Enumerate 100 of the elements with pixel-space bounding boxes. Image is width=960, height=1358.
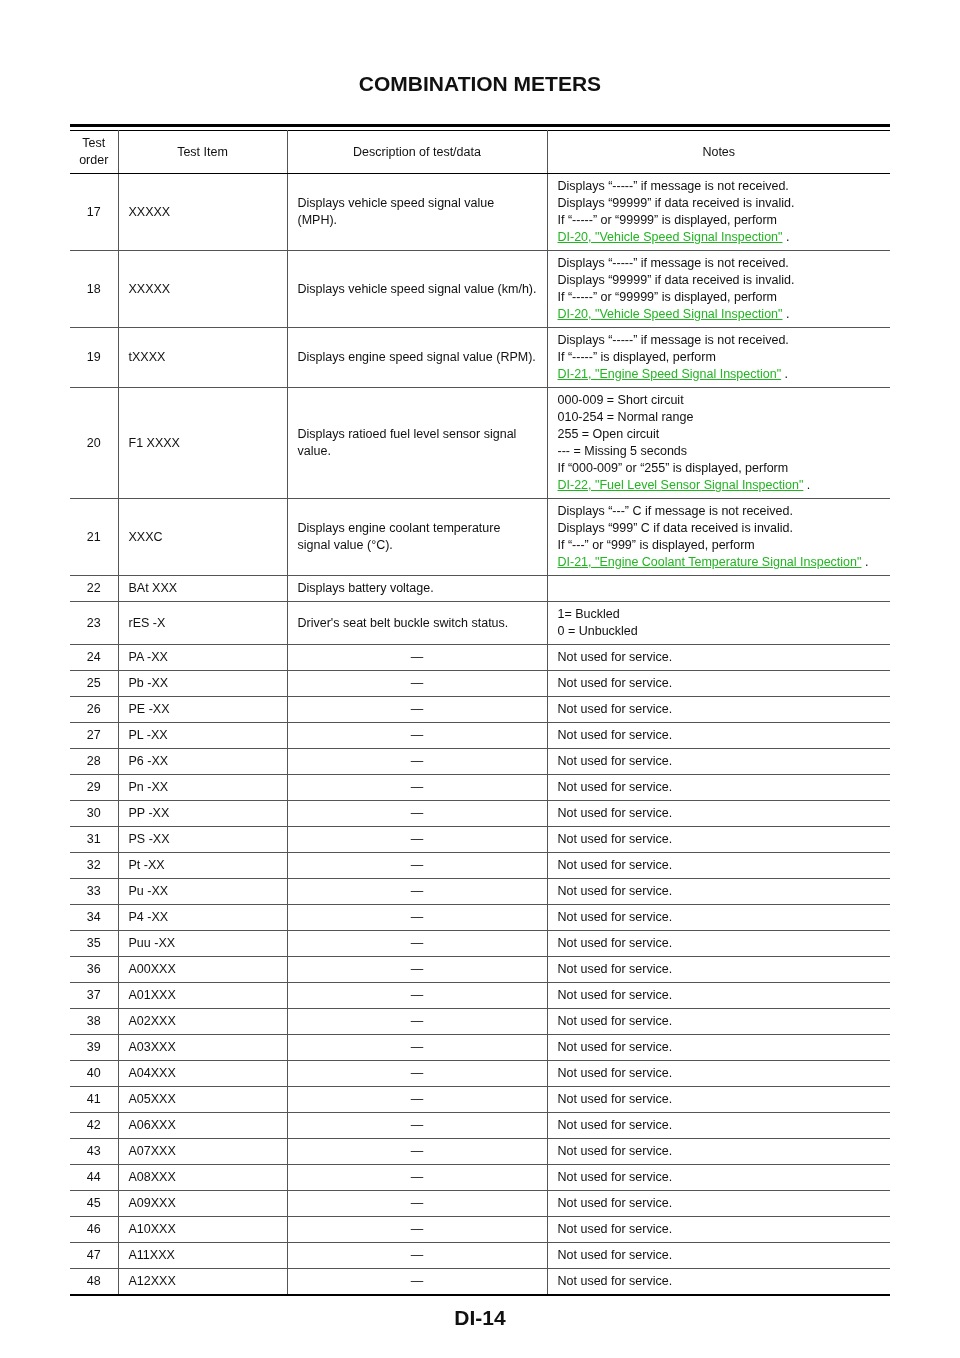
note-text: Not used for service. bbox=[557, 962, 673, 976]
test-item-code: BAt XXX bbox=[118, 575, 287, 602]
note-text: Not used for service. bbox=[557, 988, 673, 1002]
test-order-number: 47 bbox=[70, 1242, 118, 1269]
note-text: Not used for service. bbox=[557, 806, 673, 820]
note-text: Displays “-----” if message is not received. bbox=[557, 179, 789, 193]
note-text: Displays “-----” if message is not received. bbox=[557, 333, 789, 347]
column-header: Description of test/data bbox=[287, 130, 547, 174]
note-text: If “-----” is displayed, perform bbox=[557, 350, 716, 364]
note-text: Not used for service. bbox=[557, 1196, 673, 1210]
note-text: Not used for service. bbox=[557, 1040, 673, 1054]
note-text: Not used for service. bbox=[557, 780, 673, 794]
test-order-number: 44 bbox=[70, 1164, 118, 1191]
test-order-number: 18 bbox=[70, 250, 118, 328]
test-order-number: 20 bbox=[70, 387, 118, 499]
test-item-code: P4 -XX bbox=[118, 904, 287, 931]
test-item-code: Puu -XX bbox=[118, 930, 287, 957]
test-order-number: 30 bbox=[70, 800, 118, 827]
test-item-code: A01XXX bbox=[118, 982, 287, 1009]
note-text: . bbox=[806, 478, 811, 492]
note-text: Not used for service. bbox=[557, 1014, 673, 1028]
note-text: If “000-009” or “255” is displayed, perform bbox=[557, 461, 789, 475]
note-text: 255 = Open circuit bbox=[557, 427, 660, 441]
description-text: — bbox=[287, 1034, 547, 1061]
test-order-number: 35 bbox=[70, 930, 118, 957]
description-text: — bbox=[287, 930, 547, 957]
test-order-number: 38 bbox=[70, 1008, 118, 1035]
test-item-code: A02XXX bbox=[118, 1008, 287, 1035]
description-text: — bbox=[287, 982, 547, 1009]
description-text: — bbox=[287, 1112, 547, 1139]
test-item-code: A07XXX bbox=[118, 1138, 287, 1165]
test-item-code: A03XXX bbox=[118, 1034, 287, 1061]
description-text: — bbox=[287, 1164, 547, 1191]
note-text: If “-----” or “99999” is displayed, perform bbox=[557, 290, 777, 304]
description-text: Displays battery voltage. bbox=[287, 575, 547, 602]
description-text: Displays ratioed fuel level sensor signal value. bbox=[287, 387, 547, 499]
description-text: — bbox=[287, 696, 547, 723]
description-text: — bbox=[287, 878, 547, 905]
note-text: 0 = Unbuckled bbox=[557, 624, 638, 638]
test-item-code: A00XXX bbox=[118, 956, 287, 983]
test-item-code: A08XXX bbox=[118, 1164, 287, 1191]
test-order-number: 48 bbox=[70, 1268, 118, 1295]
note-text: If “-----” or “99999” is displayed, perform bbox=[557, 213, 777, 227]
test-order-number: 45 bbox=[70, 1190, 118, 1217]
test-order-number: 39 bbox=[70, 1034, 118, 1061]
note-text: Displays “999” C if data received is invalid. bbox=[557, 521, 794, 535]
note-text: Not used for service. bbox=[557, 1222, 673, 1236]
description-text: — bbox=[287, 1060, 547, 1087]
note-text: Displays “-----” if message is not received. bbox=[557, 256, 789, 270]
test-order-number: 32 bbox=[70, 852, 118, 879]
description-text: — bbox=[287, 1138, 547, 1165]
note-text: Not used for service. bbox=[557, 858, 673, 872]
test-order-number: 21 bbox=[70, 498, 118, 576]
test-item-code: PE -XX bbox=[118, 696, 287, 723]
note-text: . bbox=[786, 230, 790, 244]
note-text: 1= Buckled bbox=[557, 607, 620, 621]
test-item-code: PP -XX bbox=[118, 800, 287, 827]
cross-reference-link: DI-20, "Vehicle Speed Signal Inspection" bbox=[557, 307, 783, 321]
note-text: Not used for service. bbox=[557, 1092, 673, 1106]
note-text: Not used for service. bbox=[557, 1066, 673, 1080]
test-order-number: 37 bbox=[70, 982, 118, 1009]
note-text: If “---” or “999” is displayed, perform bbox=[557, 538, 755, 552]
test-item-code: A04XXX bbox=[118, 1060, 287, 1087]
description-text: — bbox=[287, 748, 547, 775]
test-item-code: A05XXX bbox=[118, 1086, 287, 1113]
test-item-code: A11XXX bbox=[118, 1242, 287, 1269]
test-order-number: 40 bbox=[70, 1060, 118, 1087]
test-item-code: Pt -XX bbox=[118, 852, 287, 879]
description-text: — bbox=[287, 956, 547, 983]
description-text: — bbox=[287, 800, 547, 827]
note-text: . bbox=[784, 367, 789, 381]
test-order-number: 33 bbox=[70, 878, 118, 905]
description-text: — bbox=[287, 826, 547, 853]
note-text: Not used for service. bbox=[557, 936, 673, 950]
note-text: Not used for service. bbox=[557, 1248, 673, 1262]
note-text: --- = Missing 5 seconds bbox=[557, 444, 688, 458]
description-text: — bbox=[287, 722, 547, 749]
test-item-code: A12XXX bbox=[118, 1268, 287, 1295]
test-item-code: Pn -XX bbox=[118, 774, 287, 801]
note-text: 010-254 = Normal range bbox=[557, 410, 694, 424]
column-header: Notes bbox=[547, 130, 890, 174]
note-text: Displays “99999” if data received is invalid. bbox=[557, 273, 795, 287]
description-text: — bbox=[287, 1008, 547, 1035]
test-order-number: 28 bbox=[70, 748, 118, 775]
note-text: Not used for service. bbox=[557, 1170, 673, 1184]
note-text: Displays “99999” if data received is invalid. bbox=[557, 196, 795, 210]
test-order-number: 22 bbox=[70, 575, 118, 602]
note-text: Not used for service. bbox=[557, 702, 673, 716]
column-header: Test order bbox=[70, 130, 118, 174]
test-order-number: 31 bbox=[70, 826, 118, 853]
test-order-number: 23 bbox=[70, 601, 118, 645]
test-item-code: PS -XX bbox=[118, 826, 287, 853]
cross-reference-link: DI-21, "Engine Coolant Temperature Signal Inspection" bbox=[557, 555, 862, 569]
test-item-code: F1 XXXX bbox=[118, 387, 287, 499]
note-text: Not used for service. bbox=[557, 676, 673, 690]
note-text: Not used for service. bbox=[557, 832, 673, 846]
test-order-number: 26 bbox=[70, 696, 118, 723]
test-order-number: 24 bbox=[70, 644, 118, 671]
test-order-number: 36 bbox=[70, 956, 118, 983]
note-text: 000-009 = Short circuit bbox=[557, 393, 684, 407]
